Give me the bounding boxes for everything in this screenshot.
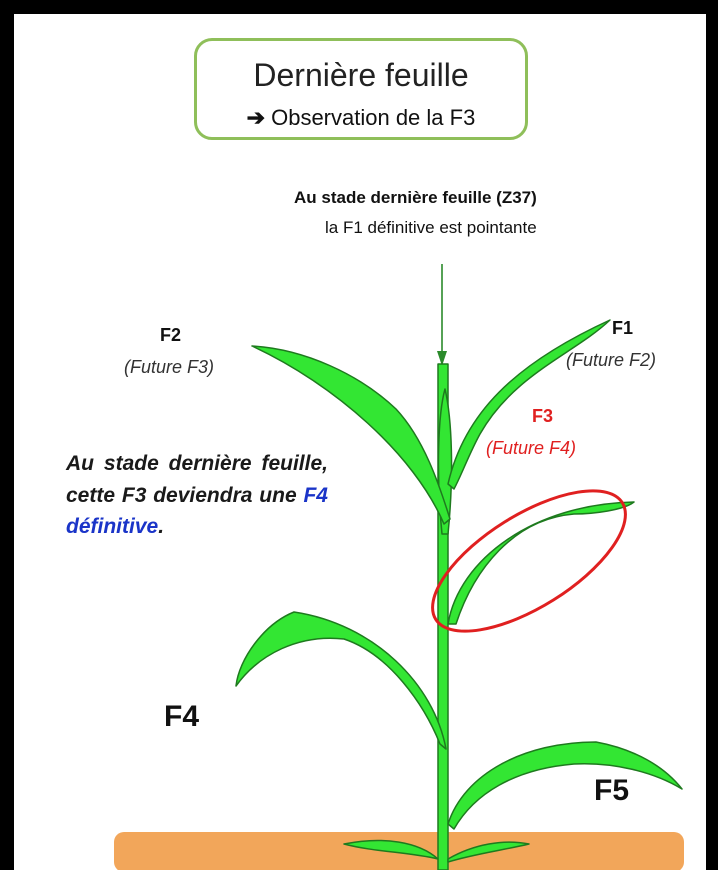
diagram-frame: Dernière feuille ➔Observation de la F3 A… <box>14 14 706 870</box>
title: Dernière feuille <box>253 57 469 93</box>
label-f2: F2 <box>160 325 181 345</box>
leaf-f4 <box>235 611 447 750</box>
stage-note-heading: Au stade dernière feuille (Z37) <box>294 188 537 207</box>
stage-note-text: la F1 définitive est pointante <box>325 218 537 237</box>
arrow-right-icon: ➔ <box>246 105 266 130</box>
label-f4: F4 <box>164 700 199 733</box>
note-text-block: Au stade dernière feuille, cette F3 devi… <box>66 448 328 543</box>
note-end: . <box>158 515 165 538</box>
pointer-arrowhead <box>437 351 447 366</box>
label-f1: F1 <box>612 318 633 338</box>
stem <box>437 363 449 870</box>
subtitle-text: Observation de la F3 <box>271 105 476 130</box>
subtitle: ➔Observation de la F3 <box>197 105 525 131</box>
leaf-f5 <box>447 741 683 830</box>
title-box: Dernière feuille ➔Observation de la F3 <box>194 38 528 140</box>
plant-illustration: F1 (Future F2) F2 (Future F3) F3 (Future… <box>114 264 684 870</box>
leaf-bottom-left <box>343 839 439 860</box>
label-f3-future: (Future F4) <box>486 438 576 458</box>
label-f3: F3 <box>532 406 553 426</box>
note-highlight: F4 définitive <box>66 483 328 539</box>
label-f2-future: (Future F3) <box>124 357 214 377</box>
leaf-f2 <box>251 345 451 525</box>
label-f5: F5 <box>594 774 629 807</box>
leaf-f3 <box>447 501 635 625</box>
f3-highlight-ellipse <box>431 489 627 633</box>
label-f1-future: (Future F2) <box>566 350 656 370</box>
leaf-bottom-right <box>447 841 530 863</box>
note-text: Au stade dernière feuille, cette F3 devi… <box>66 452 328 507</box>
leaf-f1 <box>447 319 611 490</box>
